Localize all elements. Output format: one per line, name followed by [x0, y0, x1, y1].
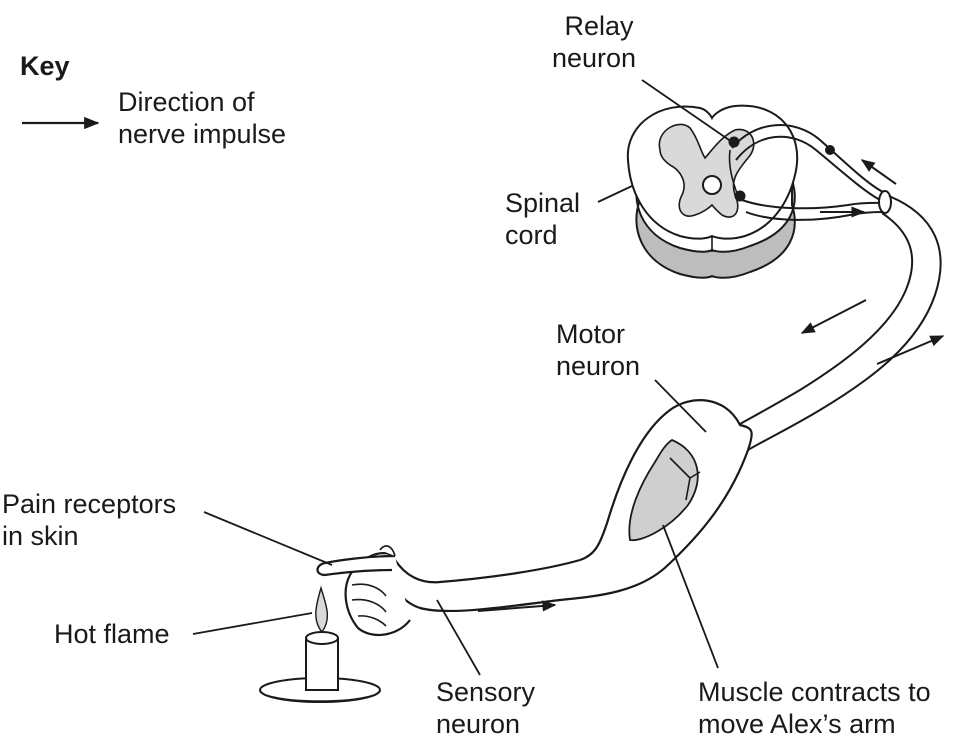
pain-receptors-label-line2: in skin [2, 520, 176, 552]
relay-neuron-label-line1: Relay [552, 10, 636, 42]
relay-neuron-label-line2: neuron [552, 42, 636, 74]
key-description: Direction of nerve impulse [118, 86, 286, 150]
key-title: Key [20, 50, 70, 82]
spinal-cord-label: Spinal cord [505, 187, 580, 251]
sensory-neuron-label-line2: neuron [436, 708, 535, 740]
central-canal [703, 176, 721, 194]
sensory-neuron-label-line1: Sensory [436, 676, 535, 708]
motor-neuron-label-line1: Motor [556, 318, 640, 350]
hot-flame-label-line1: Hot flame [54, 618, 170, 650]
relay-neuron-label: Relay neuron [552, 10, 636, 74]
nerve-to-arm [740, 196, 941, 450]
spinal-cord [628, 106, 797, 278]
muscle-label: Muscle contracts to move Alex’s arm [698, 676, 931, 740]
spinal-cord-label-line2: cord [505, 219, 580, 251]
arm [318, 400, 752, 635]
motor-neuron-label: Motor neuron [556, 318, 640, 382]
motor-neuron-label-line2: neuron [556, 350, 640, 382]
hot-flame-label: Hot flame [54, 618, 170, 650]
flame-icon [316, 588, 328, 632]
pain-receptors-label: Pain receptors in skin [2, 488, 176, 552]
key-description-line1: Direction of [118, 86, 286, 118]
muscle-label-line1: Muscle contracts to [698, 676, 931, 708]
muscle-label-line2: move Alex’s arm [698, 708, 931, 740]
sensory-neuron-label: Sensory neuron [436, 676, 535, 740]
pain-receptors-label-line1: Pain receptors [2, 488, 176, 520]
impulse-arrow-motor-down [802, 300, 866, 333]
spinal-cord-label-line1: Spinal [505, 187, 580, 219]
key-description-line2: nerve impulse [118, 118, 286, 150]
